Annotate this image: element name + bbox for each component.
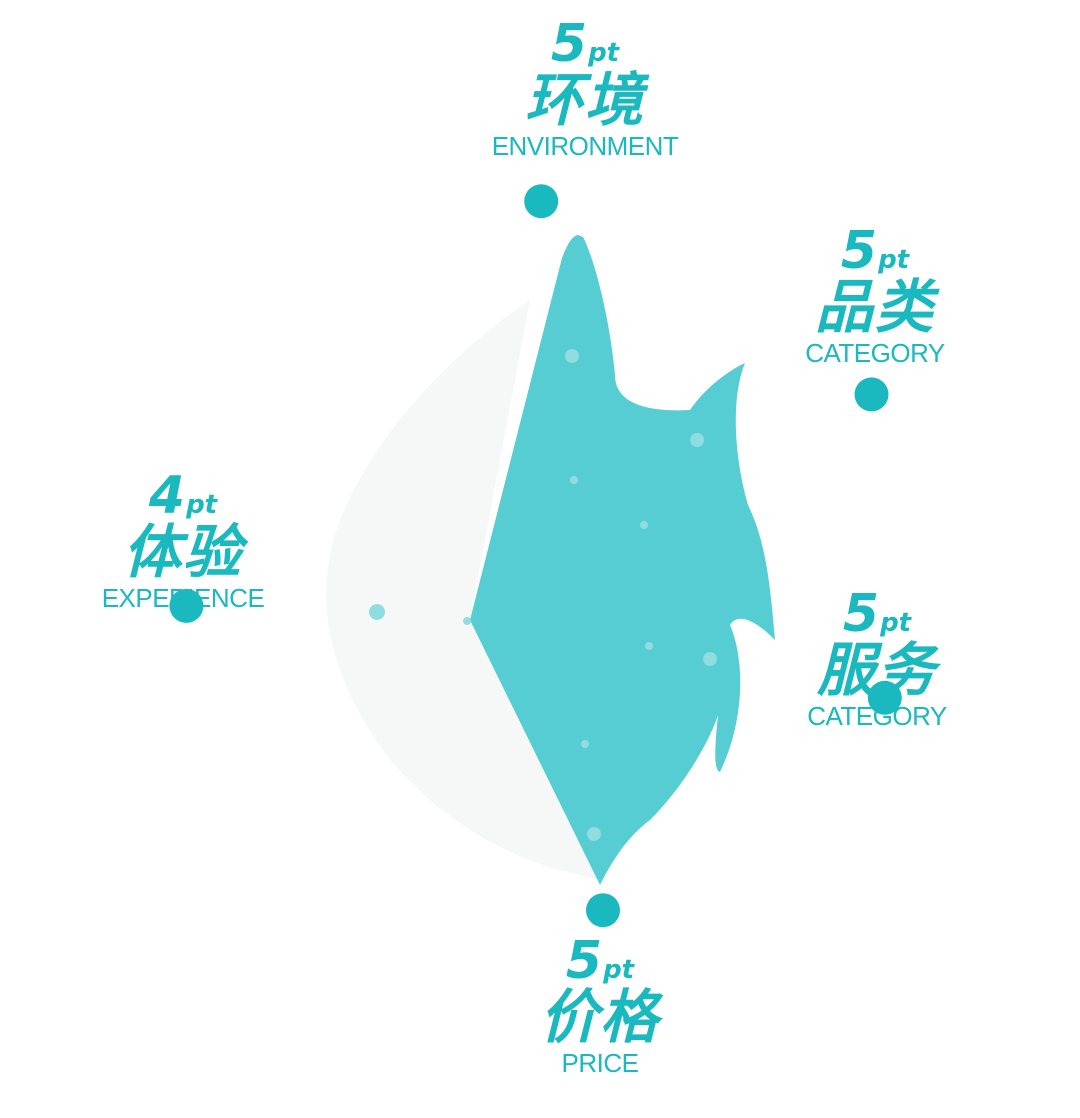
vertex-dot-cat — [854, 377, 889, 412]
label-zh-price: 价格 — [539, 983, 660, 1051]
inner-dot — [581, 740, 589, 748]
score-experience: 4pt — [148, 466, 218, 526]
label-zh-service: 服务 — [816, 636, 937, 704]
label-en-environment: ENVIRONMENT — [491, 130, 679, 161]
axis-label-experience: 4pt 体验 EXPERIENCE — [88, 470, 278, 614]
label-en-price: PRICE — [561, 1047, 639, 1078]
inner-dot — [463, 617, 471, 625]
inner-dot — [587, 827, 601, 841]
score-environment: 5pt — [550, 14, 620, 74]
label-zh-experience: 体验 — [122, 518, 243, 586]
score-price: 5pt — [565, 931, 635, 991]
axis-label-category: 5pt 品类 CATEGORY — [790, 225, 960, 369]
label-en-service: CATEGORY — [807, 700, 947, 731]
label-en-category: CATEGORY — [805, 337, 945, 368]
inner-dot — [640, 521, 648, 529]
inner-dot — [645, 642, 653, 650]
label-zh-category: 品类 — [814, 273, 935, 341]
vertex-dot-svc — [867, 680, 902, 715]
axis-label-price: 5pt 价格 PRICE — [500, 935, 700, 1079]
inner-dot — [570, 476, 578, 484]
axis-label-environment: 5pt 环境 ENVIRONMENT — [470, 18, 700, 162]
inner-dot — [703, 652, 717, 666]
inner-dot — [690, 433, 704, 447]
inner-dot — [369, 604, 385, 620]
label-zh-environment: 环境 — [524, 66, 645, 134]
vertex-dot-prc — [586, 893, 620, 928]
ghost-background-shape — [326, 300, 600, 880]
radar-area — [470, 235, 775, 885]
axis-label-service: 5pt 服务 CATEGORY — [792, 588, 962, 732]
score-category: 5pt — [840, 221, 910, 281]
score-service: 5pt — [842, 584, 912, 644]
vertex-dot-exp — [169, 588, 204, 623]
vertex-dot-env — [524, 184, 559, 219]
label-en-experience: EXPERIENCE — [101, 582, 265, 613]
inner-dot — [565, 349, 579, 363]
